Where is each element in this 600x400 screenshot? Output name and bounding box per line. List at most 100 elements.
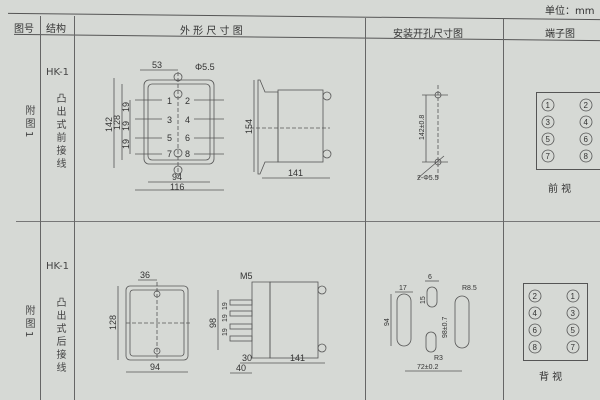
slot-bottom bbox=[425, 331, 437, 353]
col-line-4 bbox=[503, 19, 504, 400]
dim-98: 98 bbox=[208, 318, 218, 328]
terminal-number: 3 bbox=[571, 309, 576, 318]
terminal-number: 1 bbox=[546, 101, 551, 110]
row1-outline-drawing: 1 2 3 4 5 6 7 8 53 Φ5.5 142 128 19 19 19… bbox=[104, 60, 332, 192]
terminal-circle bbox=[528, 323, 542, 337]
header-figure-no: 图号 bbox=[14, 24, 34, 35]
dim-15: 15 bbox=[420, 296, 427, 304]
terminal-circle bbox=[541, 98, 555, 112]
terminal-7: 7 bbox=[167, 149, 172, 159]
terminal-6: 6 bbox=[185, 133, 190, 143]
slot-left bbox=[396, 293, 412, 347]
terminal-circle bbox=[541, 132, 555, 146]
terminal-pins bbox=[135, 99, 224, 155]
unit-label: 单位：mm bbox=[545, 6, 595, 17]
dim-r3: R3 bbox=[434, 355, 443, 362]
mounting-holes: 2-Φ5.5 bbox=[417, 175, 439, 182]
row2-structure: 凸出式后接线 bbox=[54, 297, 65, 375]
row2-outline-drawing: 36 128 94 M5 98 19 19 19 30 141 40 bbox=[108, 270, 327, 374]
header-mounting: 安装开孔尺寸图 bbox=[393, 29, 463, 40]
terminal-circle bbox=[579, 149, 593, 163]
terminal-circle bbox=[579, 132, 593, 146]
terminal-1: 1 bbox=[167, 96, 172, 106]
terminal-number: 6 bbox=[533, 326, 538, 335]
dim-94: 94 bbox=[172, 172, 182, 182]
dim-19c: 19 bbox=[222, 328, 229, 336]
terminal-number: 8 bbox=[533, 343, 538, 352]
dim-phi: Φ5.5 bbox=[195, 62, 215, 72]
terminal-4: 4 bbox=[185, 115, 190, 125]
terminal-number: 4 bbox=[584, 118, 589, 127]
header-structure: 结构 bbox=[46, 24, 66, 35]
dim-94: 94 bbox=[150, 362, 160, 372]
dim-142: 142 bbox=[104, 117, 114, 132]
dim-19b: 19 bbox=[121, 121, 131, 131]
row2-terminal-caption: 背 视 bbox=[539, 372, 563, 383]
terminal-circle bbox=[579, 98, 593, 112]
dim-141: 141 bbox=[290, 353, 305, 363]
row2-figure-no: 附图1 bbox=[23, 305, 34, 341]
terminal-number: 1 bbox=[571, 292, 576, 301]
terminal-2: 2 bbox=[185, 96, 190, 106]
terminal-number: 5 bbox=[546, 135, 551, 144]
dim-116: 116 bbox=[170, 182, 184, 192]
row2-mounting-drawing: 17 6 15 R8.5 94 98±0.7 R3 72±0.2 bbox=[384, 274, 477, 372]
terminal-circle bbox=[566, 323, 580, 337]
row2-terminal-view bbox=[523, 283, 588, 361]
dim-m5: M5 bbox=[240, 271, 253, 281]
terminal-number: 2 bbox=[584, 101, 589, 110]
row1-structure: 凸出式前接线 bbox=[54, 93, 65, 171]
dim-17: 17 bbox=[399, 285, 407, 292]
row1-terminal-circles: 1 3 5 7 2 4 6 8 bbox=[541, 98, 593, 163]
terminal-circle bbox=[541, 149, 555, 163]
row2-model: HK-1 bbox=[46, 261, 69, 272]
row-divider bbox=[16, 221, 600, 222]
terminal-number: 5 bbox=[571, 326, 576, 335]
row1-terminal-caption: 前 视 bbox=[548, 184, 572, 195]
terminal-number: 3 bbox=[546, 118, 551, 127]
col-line-3 bbox=[365, 18, 366, 400]
dim-154: 154 bbox=[244, 119, 254, 134]
mounting-spacing: 142±0.8 bbox=[419, 115, 426, 140]
dim-98: 98±0.7 bbox=[442, 317, 449, 338]
terminal-number: 7 bbox=[571, 343, 576, 352]
header-terminal: 端子图 bbox=[545, 29, 575, 40]
dim-141: 141 bbox=[288, 168, 303, 178]
terminal-circle bbox=[566, 340, 580, 354]
col-line-1 bbox=[40, 16, 41, 400]
terminal-number: 7 bbox=[546, 152, 551, 161]
dim-19a: 19 bbox=[121, 102, 131, 112]
terminal-3: 3 bbox=[167, 115, 172, 125]
row1-figure-no: 附图1 bbox=[23, 105, 34, 141]
dim-6: 6 bbox=[428, 274, 432, 281]
dim-36: 36 bbox=[140, 270, 150, 280]
dim-19c: 19 bbox=[121, 139, 131, 149]
dim-40: 40 bbox=[236, 363, 246, 373]
dim-30: 30 bbox=[242, 353, 252, 363]
terminal-8: 8 bbox=[185, 149, 190, 159]
dim-72: 72±0.2 bbox=[417, 364, 438, 371]
side-body bbox=[251, 281, 271, 359]
dim-94: 94 bbox=[384, 318, 391, 326]
terminal-circle bbox=[528, 289, 542, 303]
terminal-number: 2 bbox=[533, 292, 538, 301]
front-body bbox=[147, 83, 211, 161]
dim-128: 128 bbox=[112, 115, 122, 130]
row2-terminal-circles: 2 4 6 8 1 3 5 7 bbox=[528, 289, 580, 354]
dim-53: 53 bbox=[152, 60, 162, 70]
slot-top bbox=[426, 286, 438, 308]
terminal-number: 8 bbox=[584, 152, 589, 161]
side-body bbox=[257, 79, 279, 175]
terminal-number: 6 bbox=[584, 135, 589, 144]
col-line-2 bbox=[74, 16, 75, 400]
terminal-circle bbox=[528, 306, 542, 320]
header-outline: 外 形 尺 寸 图 bbox=[180, 26, 243, 37]
row1-terminal-view bbox=[536, 92, 600, 170]
terminal-circle bbox=[566, 289, 580, 303]
terminal-circle bbox=[541, 115, 555, 129]
terminal-number: 4 bbox=[533, 309, 538, 318]
dim-128: 128 bbox=[108, 315, 118, 330]
terminal-circle bbox=[579, 115, 593, 129]
dim-r85: R8.5 bbox=[462, 285, 477, 292]
terminal-circle bbox=[528, 340, 542, 354]
